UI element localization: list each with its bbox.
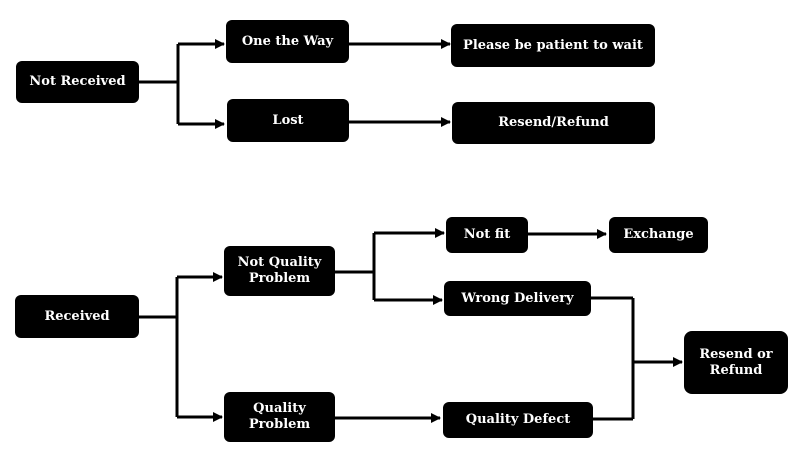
node-quality-defect: Quality Defect — [443, 402, 593, 438]
node-exchange-label: Exchange — [623, 227, 694, 242]
node-resend-or-refund-line1: Resend or — [699, 346, 773, 362]
node-lost-label: Lost — [272, 112, 304, 128]
node-not-received: Not Received — [16, 61, 139, 103]
node-not-quality-problem: Not Quality Problem — [224, 246, 335, 296]
node-resend-refund-top: Resend/Refund — [452, 102, 655, 144]
node-not-fit-label: Not fit — [463, 227, 511, 242]
node-not-fit: Not fit — [446, 217, 528, 253]
node-exchange: Exchange — [609, 217, 708, 253]
node-resend-refund-top-label: Resend/Refund — [498, 115, 609, 130]
node-not-quality-problem-line2: Problem — [248, 271, 311, 286]
node-resend-or-refund-line2: Refund — [709, 362, 763, 378]
node-not-quality-problem-line1: Not Quality — [237, 255, 322, 270]
node-resend-or-refund: Resend or Refund — [684, 331, 788, 394]
node-on-the-way-label: One the Way — [241, 33, 334, 49]
node-please-wait-label: Please be patient to wait — [463, 37, 643, 53]
node-lost: Lost — [227, 99, 349, 142]
node-quality-problem-line1: Quality — [253, 401, 306, 416]
node-on-the-way: One the Way — [226, 20, 349, 63]
node-quality-problem: Quality Problem — [224, 392, 335, 442]
node-please-wait: Please be patient to wait — [451, 24, 655, 67]
node-quality-defect-label: Quality Defect — [465, 412, 571, 427]
node-quality-problem-line2: Problem — [248, 417, 311, 432]
node-wrong-delivery: Wrong Delivery — [444, 281, 591, 316]
node-received: Received — [15, 295, 139, 338]
node-received-label: Received — [44, 308, 110, 324]
node-not-received-label: Not Received — [29, 74, 126, 89]
node-wrong-delivery-label: Wrong Delivery — [461, 290, 574, 306]
